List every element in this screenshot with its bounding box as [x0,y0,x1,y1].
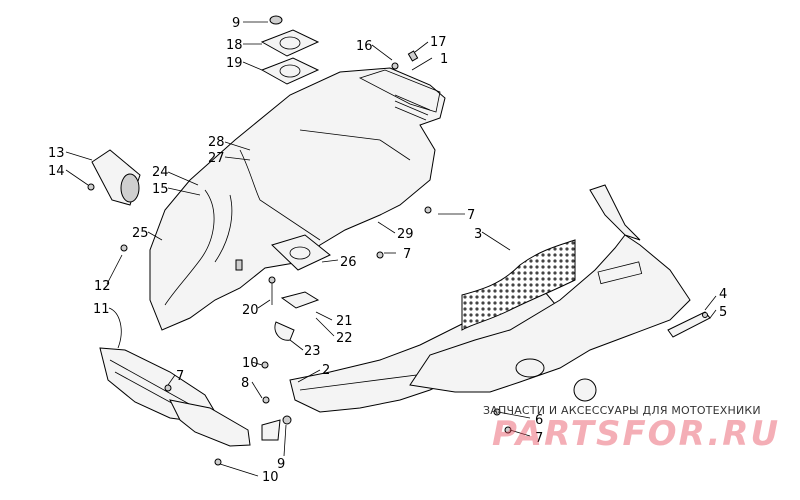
callout-3: 3 [474,227,482,242]
fastener-9b [282,415,292,425]
callout-7-mid: 7 [403,247,411,262]
callout-23: 23 [304,344,321,359]
callout-7-bottom: 7 [535,431,543,446]
callout-9-top: 9 [232,16,240,31]
gasket-top [260,29,320,57]
callout-7-right-top: 7 [467,208,475,223]
fastener-7a [424,206,432,214]
callout-13: 13 [48,146,65,161]
callout-19: 19 [226,56,243,71]
gasket-lower [260,57,320,85]
callout-20: 20 [242,303,259,318]
belly-pan-main [149,67,446,331]
fastener-14 [87,183,95,191]
callout-5: 5 [719,305,727,320]
callout-16: 16 [356,39,373,54]
callout-6: 6 [535,413,543,428]
callout-14: 14 [48,164,65,179]
watermark-logo: PARTSFOR.RU [492,414,781,454]
callout-15: 15 [152,182,169,197]
bracket-assembly [268,276,320,341]
callout-10-mid: 10 [242,356,259,371]
fastener-16 [391,62,399,70]
callout-27: 27 [208,151,225,166]
callout-8: 8 [241,376,249,391]
callout-29: 29 [397,227,414,242]
callout-11: 11 [93,302,110,317]
callout-9-bottom: 9 [277,457,285,472]
fastener-10a [261,361,269,369]
callout-21: 21 [336,314,353,329]
callout-25: 25 [132,226,149,241]
leader-lines [65,21,717,477]
fastener-7c [164,384,172,392]
callout-22: 22 [336,331,353,346]
fastener-12 [120,244,128,252]
side-panel-right [409,184,691,402]
watermark-subtitle: ЗАПЧАСТИ И АКСЕССУАРЫ ДЛЯ МОТОТЕХНИКИ [483,404,761,417]
callout-labels: 9 18 19 16 17 1 28 27 13 14 24 15 25 12 … [48,16,727,485]
callout-4: 4 [719,287,727,302]
intake-boot [91,149,141,206]
callout-26: 26 [340,255,357,270]
front-bumper [99,347,281,447]
callout-1: 1 [440,52,448,67]
callout-18: 18 [226,38,243,53]
callout-24: 24 [152,165,169,180]
fastener-10b [214,458,222,466]
fastener-17 [407,50,419,62]
grommet-top [269,15,283,25]
fastener-8 [262,396,270,404]
callout-17: 17 [430,35,447,50]
callout-10-bottom: 10 [262,470,279,485]
callout-12: 12 [94,279,111,294]
callout-28: 28 [208,135,225,150]
fastener-7b [376,251,384,259]
callout-2: 2 [322,363,330,378]
callout-7-left: 7 [176,369,184,384]
